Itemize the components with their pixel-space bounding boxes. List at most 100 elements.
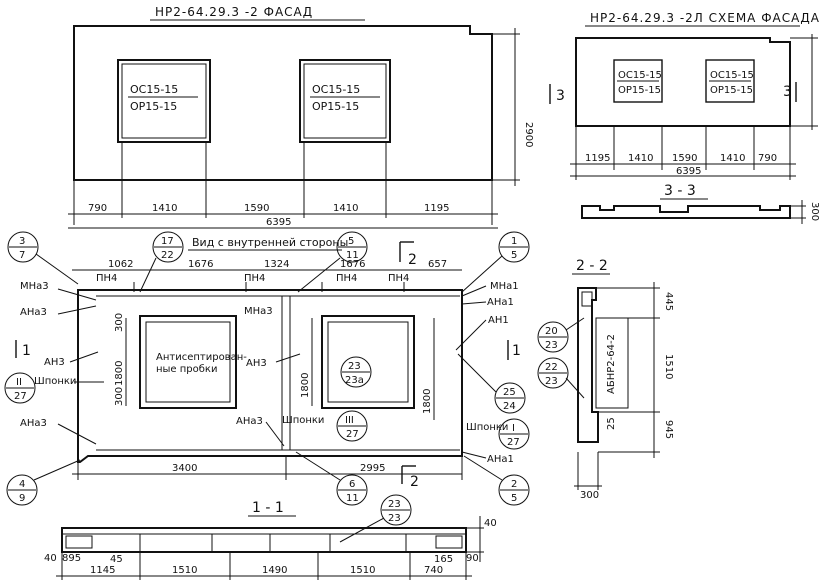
section-1-1-dim-5: 740 <box>424 565 443 576</box>
facade-window-right: ОС15-15 ОР15-15 <box>299 59 391 143</box>
facade-view: НР2-64.29.3 -2 ФАСАД ОС15-15 ОР15-15 ОС1… <box>68 5 534 229</box>
callout-6-11: 6 11 <box>295 451 368 506</box>
section-2-2-shape <box>577 287 599 443</box>
inner-marker-right: 1 <box>512 343 521 359</box>
facade-window-left: ОС15-15 ОР15-15 <box>117 59 211 143</box>
inner-pn4-4: ПН4 <box>388 273 409 284</box>
inner-view: Вид с внутренней стороны 2 1062 1676 132… <box>15 236 521 490</box>
callout-6-11-top: 6 <box>349 479 355 490</box>
callout-23-23a: 23 23а <box>340 356 372 388</box>
callouts: 3 7 17 22 5 11 1 5 II 27 4 <box>4 231 585 543</box>
inner-top-dim-5: 657 <box>428 259 447 270</box>
inner-window-right <box>321 315 415 409</box>
callout-5-11-bottom: 11 <box>346 250 359 261</box>
inner-mna3-left: МНа3 <box>20 281 49 292</box>
callout-25-24-top: 25 <box>503 387 516 398</box>
callout-II-27-top: II <box>16 377 22 388</box>
facade-window-left-bottom: ОР15-15 <box>130 100 177 113</box>
inner-marker-bottom: 2 <box>410 474 419 490</box>
callout-23-23-bottom: 23 <box>388 513 401 524</box>
callout-25-24-bottom: 24 <box>503 401 516 412</box>
callout-5-11-top: 5 <box>348 236 354 247</box>
inner-ana3-left-bottom: АНа3 <box>20 418 47 429</box>
callout-4-9: 4 9 <box>6 459 81 506</box>
facade-window-right-bottom: ОР15-15 <box>312 100 359 113</box>
callout-23-23: 23 23 <box>339 494 412 543</box>
inner-an1: АН1 <box>488 315 509 326</box>
callout-4-9-top: 4 <box>19 479 25 490</box>
inner-ana1-top: АНа1 <box>487 297 514 308</box>
scheme-window-left-top: ОС15-15 <box>618 70 662 81</box>
callout-22-23-bottom: 23 <box>545 376 558 387</box>
inner-note-2: ные пробки <box>156 364 217 375</box>
callout-1-5: 1 5 <box>461 231 530 293</box>
facade-dim-5: 1195 <box>424 203 449 214</box>
facade-title: НР2-64.29.3 -2 ФАСАД <box>155 5 313 19</box>
section-1-1-dim-1: 1145 <box>90 565 115 576</box>
inner-ana1-bottom: АНа1 <box>487 454 514 465</box>
facade-dim-1: 790 <box>88 203 107 214</box>
inner-300-bottom: 300 <box>114 387 125 406</box>
section-1-1-title: 1 - 1 <box>252 500 284 516</box>
section-1-1-small-left: 40 <box>44 553 57 564</box>
facade-dim-2: 1410 <box>152 203 177 214</box>
inner-ana3-mid: АНа3 <box>236 416 263 427</box>
inner-shponki-mid: Шпонки <box>282 415 324 426</box>
callout-2-5-bottom: 5 <box>511 493 517 504</box>
callout-1-5-bottom: 5 <box>511 250 517 261</box>
section-3-3: 3 - 3 300 <box>581 183 820 224</box>
inner-pn4-3: ПН4 <box>336 273 357 284</box>
scheme-view: НР2-64.29.3 -2Л СХЕМА ФАСАДА ОС15-15 ОР1… <box>549 11 820 180</box>
callout-20-23: 20 23 <box>537 317 585 353</box>
callout-III-27-top: III <box>345 415 354 426</box>
section-3-3-title: 3 - 3 <box>664 183 696 199</box>
callout-1-5-top: 1 <box>511 236 517 247</box>
inner-ana3-left-top: АНа3 <box>20 307 47 318</box>
callout-4-9-bottom: 9 <box>19 493 25 504</box>
inner-top-dim-4: 1676 <box>340 259 365 270</box>
scheme-dim-2: 1410 <box>628 153 653 164</box>
scheme-marker-left: 3 <box>556 88 565 104</box>
scheme-dim-5: 790 <box>758 153 777 164</box>
scheme-title: НР2-64.29.3 -2Л СХЕМА ФАСАДА <box>590 11 820 25</box>
scheme-window-right-bottom: ОР15-15 <box>710 85 753 96</box>
inner-an3-mid: АН3 <box>246 358 267 369</box>
section-1-1-small-left3: 45 <box>110 554 123 565</box>
section-1-1-dim-2: 1510 <box>172 565 197 576</box>
callout-2-5: 2 5 <box>463 455 530 506</box>
inner-bottom-dim-1: 3400 <box>172 463 197 474</box>
callout-20-23-top: 20 <box>545 326 558 337</box>
section-2-2-plate-label: АБНР2-64-2 <box>606 334 617 394</box>
callout-I-27-top: I <box>512 423 515 434</box>
section-2-2-width: 300 <box>580 490 599 501</box>
facade-dim-3: 1590 <box>244 203 269 214</box>
inner-right-height: 1800 <box>422 389 433 414</box>
callout-3-7: 3 7 <box>7 231 79 285</box>
scheme-dim-3: 1590 <box>672 153 697 164</box>
section-1-1-dim-4: 1510 <box>350 565 375 576</box>
section-2-2-dim-1: 445 <box>663 292 674 311</box>
section-1-1-small-right3: 40 <box>484 518 497 529</box>
scheme-window-right <box>705 59 755 103</box>
inner-mna1: МНа1 <box>490 281 519 292</box>
callout-22-23: 22 23 <box>537 357 585 399</box>
section-3-3-thickness: 300 <box>809 202 820 221</box>
scheme-window-right-top: ОС15-15 <box>710 70 754 81</box>
callout-23-23-top: 23 <box>388 499 401 510</box>
inner-note-1: Антисептирован- <box>156 352 247 363</box>
inner-marker-left: 1 <box>22 343 31 359</box>
callout-17-22-bottom: 22 <box>161 250 174 261</box>
inner-top-dim-3: 1324 <box>264 259 289 270</box>
inner-shponki-right: Шпонки <box>466 422 508 433</box>
callout-3-7-bottom: 7 <box>19 250 25 261</box>
callout-2-5-top: 2 <box>511 479 517 490</box>
callout-II-27: II 27 <box>4 372 36 404</box>
section-2-2: 2 - 2 АБНР2-64-2 300 445 1510 945 25 <box>572 258 674 501</box>
section-1-1-small-right2: 90 <box>466 553 479 564</box>
inner-marker-top: 2 <box>408 252 417 268</box>
callout-3-7-top: 3 <box>19 236 25 247</box>
callout-20-23-bottom: 23 <box>545 340 558 351</box>
section-1-1: 1 - 1 40 90 165 40 895 45 1145 1510 1490… <box>44 500 497 580</box>
callout-II-27-bottom: 27 <box>14 391 27 402</box>
